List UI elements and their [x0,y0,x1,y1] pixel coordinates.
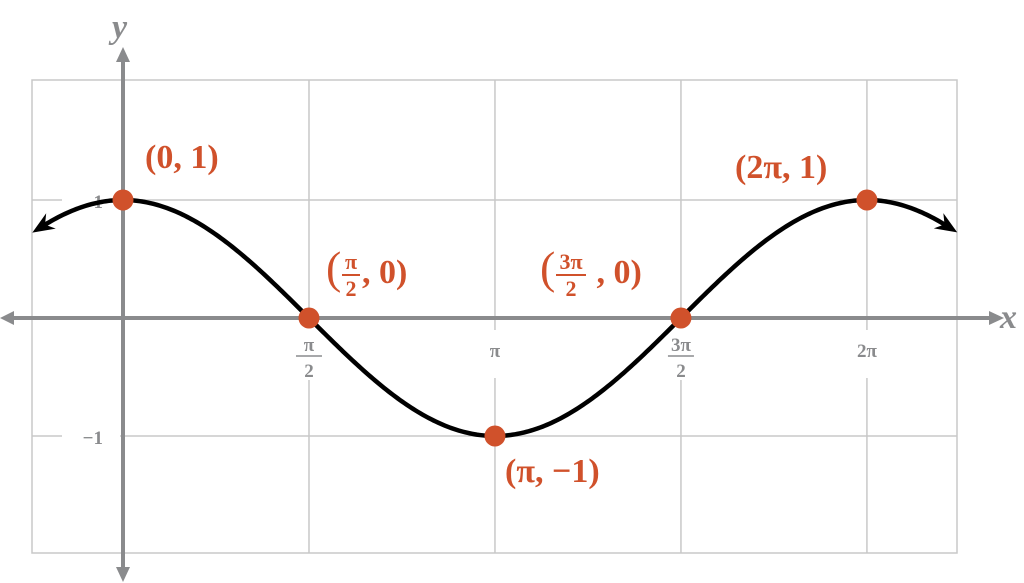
y-axis-label: y [108,9,128,46]
data-point-label: (0, 1) [145,139,219,176]
x-axis-arrow-left [0,311,14,325]
data-point [484,425,506,447]
curve-arrow-right [933,213,958,233]
data-point [112,189,134,211]
x-tick-label: π [490,341,501,362]
data-point-label-open-paren: ( [326,242,341,293]
axes [0,47,1004,582]
grid [31,79,958,554]
y-tick-label: −1 [83,428,103,449]
data-point [670,307,692,329]
curve-arrow-left [32,213,56,233]
tick-label-bg [286,328,331,380]
data-point-label-denominator: 2 [566,276,577,301]
data-point-label-denominator: 2 [346,276,357,301]
x-tick-label: 2π [857,341,878,362]
data-point-label-rest: , 0) [588,254,642,291]
tick-label-bg [472,330,517,378]
data-point-label-numerator: 3π [559,249,582,274]
data-point-label-open-paren: ( [540,242,555,293]
x-tick-label-numerator: 3π [671,335,692,356]
x-axis-label: x [999,299,1017,336]
key-points: (0, 1)(π2, 0)(π, −1)(3π2 , 0)(2π, 1) [112,139,878,490]
data-point [856,189,878,211]
y-axis-arrow-down [116,567,130,582]
data-point [298,307,320,329]
y-axis-arrow-up [116,47,130,62]
x-axis-arrow-right [989,311,1004,325]
data-point-label: (2π, 1) [735,149,827,186]
tick-label-bg [658,328,703,380]
x-tick-label-denominator: 2 [676,361,686,382]
data-point-label: (π, −1) [505,453,600,490]
data-point-label-numerator: π [345,249,357,274]
x-tick-label-denominator: 2 [304,361,314,382]
x-tick-label-numerator: π [304,335,315,356]
data-point-label-rest: , 0) [362,254,407,291]
tick-label-bg [844,330,889,378]
tick-label-bg [62,422,120,450]
